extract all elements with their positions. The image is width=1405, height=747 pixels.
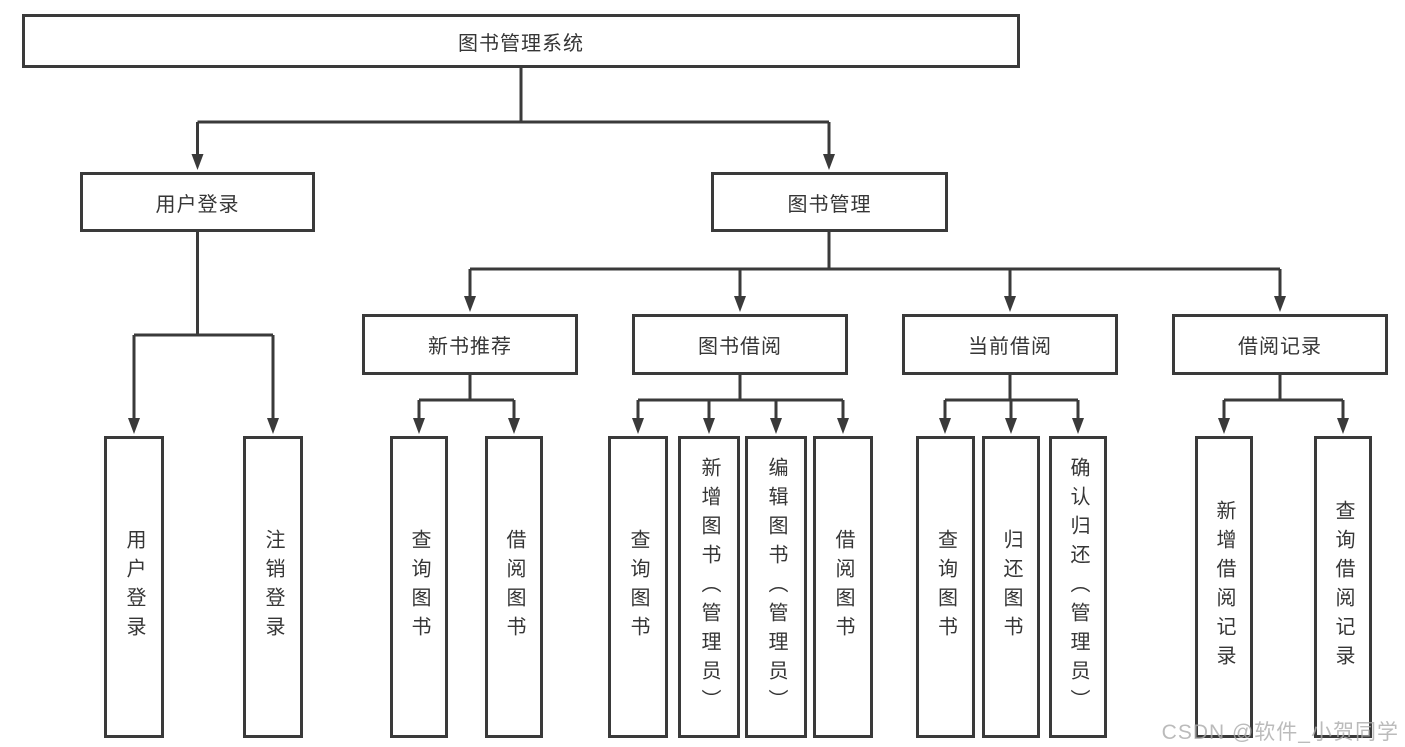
leaf-borrow-query: 查询图书 (608, 436, 668, 738)
leaf-current-return: 归还图书 (982, 436, 1040, 738)
arrowhead-leaf-login (128, 418, 140, 434)
arrowhead-user-login (191, 154, 204, 170)
leaf-borrow-add-label: 新增图书（管理员） (698, 456, 720, 718)
arrowhead-recd-query (1337, 418, 1349, 434)
node-book-mgmt: 图书管理 (711, 172, 948, 232)
leaf-borrow-edit: 编辑图书（管理员） (745, 436, 807, 738)
arrowhead-bor-borrow (837, 418, 849, 434)
node-user-login: 用户登录 (80, 172, 315, 232)
leaf-logout-label: 注销登录 (262, 529, 284, 645)
connector-root-to-level1 (196, 68, 831, 156)
leaf-borrow-edit-label: 编辑图书（管理员） (765, 456, 787, 718)
arrowhead-rec-borrow (508, 418, 520, 434)
connector-current-children (943, 375, 1080, 420)
arrowhead-cur-return (1005, 418, 1017, 434)
leaf-recommend-query-label: 查询图书 (408, 529, 430, 645)
arrowhead-book-mgmt (823, 154, 835, 170)
arrowhead-cur-confirm (1072, 418, 1084, 434)
arrowhead-rec-query (413, 418, 425, 434)
leaf-borrow-borrow-label: 借阅图书 (832, 529, 854, 645)
leaf-current-query-label: 查询图书 (934, 529, 957, 645)
arrowhead-records (1274, 296, 1286, 312)
leaf-user-login: 用户登录 (104, 436, 164, 738)
leaf-records-query: 查询借阅记录 (1314, 436, 1372, 738)
arrowhead-current (1004, 296, 1016, 312)
arrowhead-bor-query (632, 418, 644, 434)
leaf-records-add-label: 新增借阅记录 (1213, 500, 1235, 674)
node-root: 图书管理系统 (22, 14, 1020, 68)
node-borrow-label: 图书借阅 (698, 336, 782, 358)
leaf-current-confirm: 确认归还（管理员） (1049, 436, 1107, 738)
arrowhead-leaf-logout (267, 418, 279, 434)
arrowhead-borrow (734, 296, 746, 312)
node-recommend-label: 新书推荐 (428, 336, 512, 358)
leaf-records-add: 新增借阅记录 (1195, 436, 1253, 738)
node-records-label: 借阅记录 (1238, 336, 1322, 358)
node-user-login-label: 用户登录 (155, 193, 240, 216)
arrowhead-recd-add (1218, 418, 1230, 434)
node-records: 借阅记录 (1172, 314, 1388, 375)
leaf-logout: 注销登录 (243, 436, 303, 738)
leaf-recommend-borrow: 借阅图书 (485, 436, 543, 738)
node-current-label: 当前借阅 (968, 336, 1052, 358)
connector-records-children (1222, 375, 1345, 420)
arrowhead-cur-query (939, 418, 951, 434)
leaf-current-return-label: 归还图书 (1000, 529, 1022, 645)
leaf-recommend-borrow-label: 借阅图书 (503, 529, 525, 645)
node-recommend: 新书推荐 (362, 314, 578, 375)
leaf-borrow-add: 新增图书（管理员） (678, 436, 740, 738)
leaf-records-query-label: 查询借阅记录 (1332, 500, 1354, 674)
connector-book-mgmt-groups (468, 232, 1282, 298)
leaf-current-confirm-label: 确认归还（管理员） (1067, 456, 1089, 718)
leaf-recommend-query: 查询图书 (390, 436, 448, 738)
arrowhead-bor-edit (770, 418, 782, 434)
connector-user-login-children (132, 232, 275, 420)
leaf-borrow-borrow: 借阅图书 (813, 436, 873, 738)
leaf-current-query: 查询图书 (916, 436, 975, 738)
node-book-mgmt-label: 图书管理 (787, 193, 872, 216)
arrowhead-bor-add (703, 418, 715, 434)
connector-recommend-children (417, 375, 516, 420)
leaf-user-login-label: 用户登录 (123, 529, 145, 645)
node-borrow: 图书借阅 (632, 314, 848, 375)
connector-borrow-children (636, 375, 845, 420)
node-current: 当前借阅 (902, 314, 1118, 375)
csdn-watermark: CSDN @软件_小贺同学 (1161, 721, 1399, 744)
arrowhead-recommend (464, 296, 476, 312)
node-root-label: 图书管理系统 (458, 32, 584, 55)
leaf-borrow-query-label: 查询图书 (627, 529, 649, 645)
